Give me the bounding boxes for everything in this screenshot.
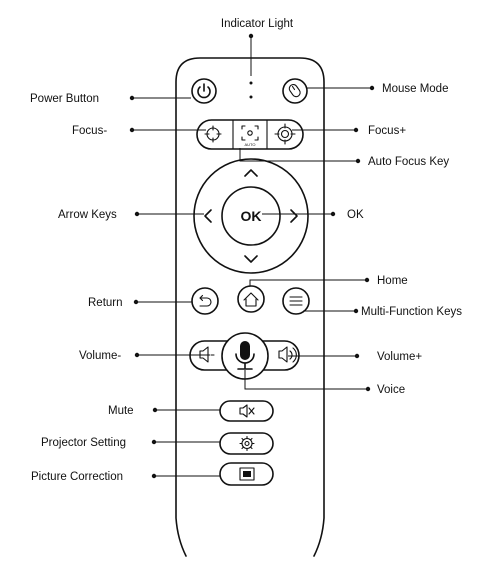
home-icon: [243, 292, 259, 307]
ok-button[interactable]: OK: [221, 186, 281, 246]
label-volume-minus: Volume-: [79, 350, 121, 362]
label-arrow-keys: Arrow Keys: [58, 209, 117, 221]
ok-key-text: OK: [241, 208, 262, 224]
indicator-light-dot: [249, 95, 253, 99]
multi-function-button[interactable]: [282, 287, 310, 315]
indicator-light-dot: [249, 81, 253, 85]
home-button[interactable]: [237, 285, 265, 313]
voice-button[interactable]: [221, 332, 269, 380]
label-multi-function-keys: Multi-Function Keys: [361, 306, 462, 318]
mute-button[interactable]: [219, 400, 274, 422]
power-icon: [197, 83, 211, 99]
focus-target-icon: [204, 125, 222, 143]
auto-focus-button[interactable]: AUTO: [241, 125, 259, 147]
focus-plus-target-icon: [274, 123, 296, 145]
label-volume-plus: Volume+: [377, 351, 422, 363]
label-ok: OK: [347, 209, 364, 221]
picture-correction-button[interactable]: [219, 462, 274, 486]
return-arrow-icon: [199, 294, 212, 307]
projector-setting-button[interactable]: [219, 432, 274, 455]
label-picture-correction: Picture Correction: [31, 471, 123, 483]
arrow-up-icon[interactable]: [244, 169, 258, 177]
focus-minus-button[interactable]: [204, 125, 222, 143]
focus-plus-button[interactable]: [274, 123, 296, 145]
speaker-plus-icon: [278, 346, 297, 363]
label-auto-focus-key: Auto Focus Key: [368, 156, 449, 168]
speaker-minus-icon: [199, 346, 215, 363]
power-button[interactable]: [191, 78, 217, 104]
mouse-mode-button[interactable]: [282, 78, 308, 104]
auto-focus-key-text: AUTO: [244, 142, 255, 147]
label-voice: Voice: [377, 384, 405, 396]
label-mute: Mute: [108, 405, 134, 417]
gear-icon: [239, 435, 255, 452]
label-power-button: Power Button: [30, 93, 99, 105]
keystone-correction-icon: [239, 467, 255, 481]
return-button[interactable]: [191, 287, 219, 315]
arrow-left-icon[interactable]: [204, 209, 212, 223]
label-mouse-mode: Mouse Mode: [382, 83, 448, 95]
arrow-right-icon[interactable]: [290, 209, 298, 223]
volume-minus-button[interactable]: [199, 346, 215, 363]
mouse-icon: [288, 83, 301, 98]
label-indicator-light: Indicator Light: [221, 18, 294, 30]
arrow-down-icon[interactable]: [244, 255, 258, 263]
label-home: Home: [377, 275, 408, 287]
menu-lines-icon: [289, 296, 303, 306]
label-focus-minus: Focus-: [72, 125, 107, 137]
volume-plus-button[interactable]: [278, 346, 297, 363]
focus-key-group: [196, 119, 304, 150]
arrow-keys-ring[interactable]: [193, 158, 309, 274]
label-focus-plus: Focus+: [368, 125, 406, 137]
label-projector-setting: Projector Setting: [41, 437, 126, 449]
speaker-mute-icon: [239, 404, 255, 418]
auto-focus-icon: [241, 125, 259, 141]
remote-body-outline: [175, 57, 325, 557]
microphone-icon: [235, 341, 255, 370]
label-return: Return: [88, 297, 123, 309]
